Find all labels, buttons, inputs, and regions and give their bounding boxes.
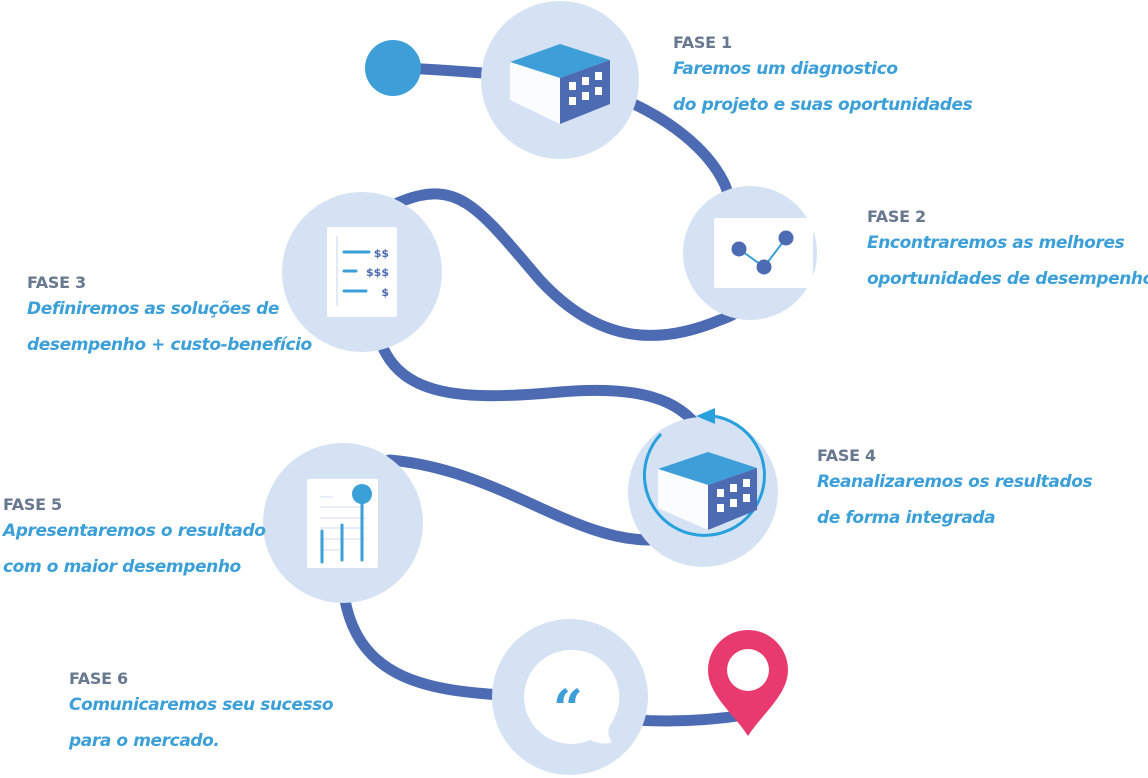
- phase-6-text: FASE 6 Comunicaremos seu sucesso para o …: [69, 669, 334, 759]
- quote-bubble-icon: “: [524, 649, 620, 744]
- quote-glyph: “: [553, 679, 583, 740]
- phase-2-node: [683, 186, 817, 320]
- phase-5-node: [263, 443, 423, 603]
- phase-6-node: “: [492, 619, 648, 775]
- building-icon: [510, 44, 610, 124]
- phase-1-desc-line-1: Faremos um diagnostico: [673, 59, 898, 79]
- phase-3-text: FASE 3 Definiremos as soluções de desemp…: [27, 273, 312, 363]
- phase-1-text: FASE 1 Faremos um diagnostico do projeto…: [673, 33, 973, 123]
- start-dot-icon: [365, 40, 421, 96]
- phase-1-label: FASE 1: [673, 33, 732, 52]
- phase-2-label: FASE 2: [867, 207, 926, 226]
- price-tier-1: $: [381, 286, 389, 299]
- bar-report-icon: [307, 479, 378, 568]
- phase-4-label: FASE 4: [817, 446, 876, 465]
- phase-3-desc-line-2: desempenho + custo-benefício: [27, 335, 312, 355]
- phase-2-desc-line-1: Encontraremos as melhores: [867, 233, 1125, 253]
- phase-2-desc-line-2: oportunidades de desempenho: [867, 269, 1148, 289]
- phase-5-text: FASE 5 Apresentaremos o resultado com o …: [3, 495, 266, 585]
- phase-4-desc-line-1: Reanalizaremos os resultados: [817, 472, 1093, 492]
- map-pin-icon: [708, 630, 788, 736]
- price-tier-2: $$: [374, 247, 389, 260]
- phase-6-desc-line-1: Comunicaremos seu sucesso: [69, 695, 334, 715]
- phase-4-node: [628, 408, 778, 567]
- phase-1-node: [481, 1, 639, 159]
- phase-4-text: FASE 4 Reanalizaremos os resultados de f…: [817, 446, 1093, 536]
- phase-5-desc-line-1: Apresentaremos o resultado: [3, 521, 266, 541]
- phase-5-desc-line-2: com o maior desempenho: [3, 557, 241, 577]
- phase-5-label: FASE 5: [3, 495, 62, 514]
- price-list-icon: $$ $$$ $: [327, 227, 397, 317]
- phase-6-label: FASE 6: [69, 669, 128, 688]
- phase-2-text: FASE 2 Encontraremos as melhores oportun…: [867, 207, 1148, 297]
- refresh-arrow-icon: [642, 414, 766, 537]
- phase-4-desc-line-2: de forma integrada: [817, 508, 996, 528]
- phase-3-desc-line-1: Definiremos as soluções de: [27, 299, 279, 319]
- line-chart-icon: [714, 218, 813, 288]
- phase-6-desc-line-2: para o mercado.: [69, 731, 220, 751]
- building-icon: [658, 452, 757, 530]
- phase-3-node: $$ $$$ $: [282, 192, 442, 352]
- phase-1-desc-line-2: do projeto e suas oportunidades: [673, 95, 973, 115]
- phase-3-label: FASE 3: [27, 273, 86, 292]
- price-tier-3: $$$: [366, 266, 389, 279]
